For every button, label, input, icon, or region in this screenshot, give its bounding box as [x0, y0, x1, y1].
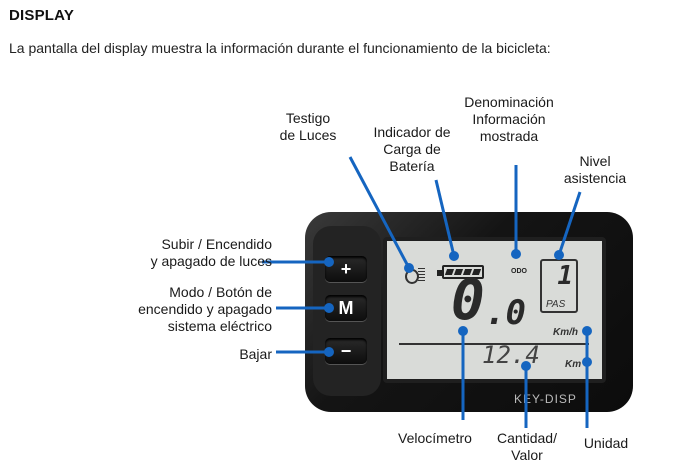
label-line: sistema eléctrico [167, 318, 272, 334]
lcd-screen: ODO 1 PAS 0 .0 Km/h 12.4 Km [383, 237, 606, 383]
label-line: Información [472, 111, 546, 127]
label-line: Carga de [383, 141, 441, 157]
label-line: Bajar [239, 346, 272, 362]
pas-label: PAS [546, 299, 566, 310]
label-line: Denominación [464, 94, 554, 110]
label-line: Nivel [579, 153, 611, 169]
label-line: encendido y apagado [138, 301, 272, 317]
battery-terminal [437, 270, 442, 276]
label-unidad: Unidad [570, 435, 642, 452]
label-bajar: Bajar [110, 346, 272, 363]
brand-logo: KEY-DISP [514, 392, 577, 406]
label-line: mostrada [479, 128, 539, 144]
label-line: Valor [511, 447, 543, 463]
label-line: Cantidad/ [497, 430, 557, 446]
label-line: Indicador de [373, 124, 451, 140]
label-line: Modo / Botón de [169, 284, 272, 300]
section-title: DISPLAY [9, 7, 75, 24]
odo-label: ODO [511, 268, 527, 275]
battery-icon [442, 265, 484, 279]
label-line: Velocímetro [398, 430, 472, 446]
label-line: Testigo [285, 110, 331, 126]
speed-value: 0 [451, 268, 485, 333]
pas-level: 1 [557, 261, 573, 291]
label-cantidad: Cantidad/Valor [482, 430, 572, 463]
speed-decimal: .0 [485, 293, 526, 333]
label-velocimetro: Velocímetro [385, 430, 485, 447]
divider [399, 343, 589, 345]
value-unit: Km [565, 359, 582, 370]
light-rays-icon [418, 268, 425, 282]
label-line: de Luces [279, 127, 337, 143]
intro-text: La pantalla del display muestra la infor… [9, 40, 551, 56]
label-line: Batería [389, 158, 435, 174]
label-line: Subir / Encendido [161, 236, 272, 252]
speed-unit: Km/h [553, 327, 578, 338]
label-line: asistencia [563, 170, 627, 186]
label-line: y apagado de luces [150, 253, 272, 269]
label-line: Unidad [583, 435, 629, 451]
